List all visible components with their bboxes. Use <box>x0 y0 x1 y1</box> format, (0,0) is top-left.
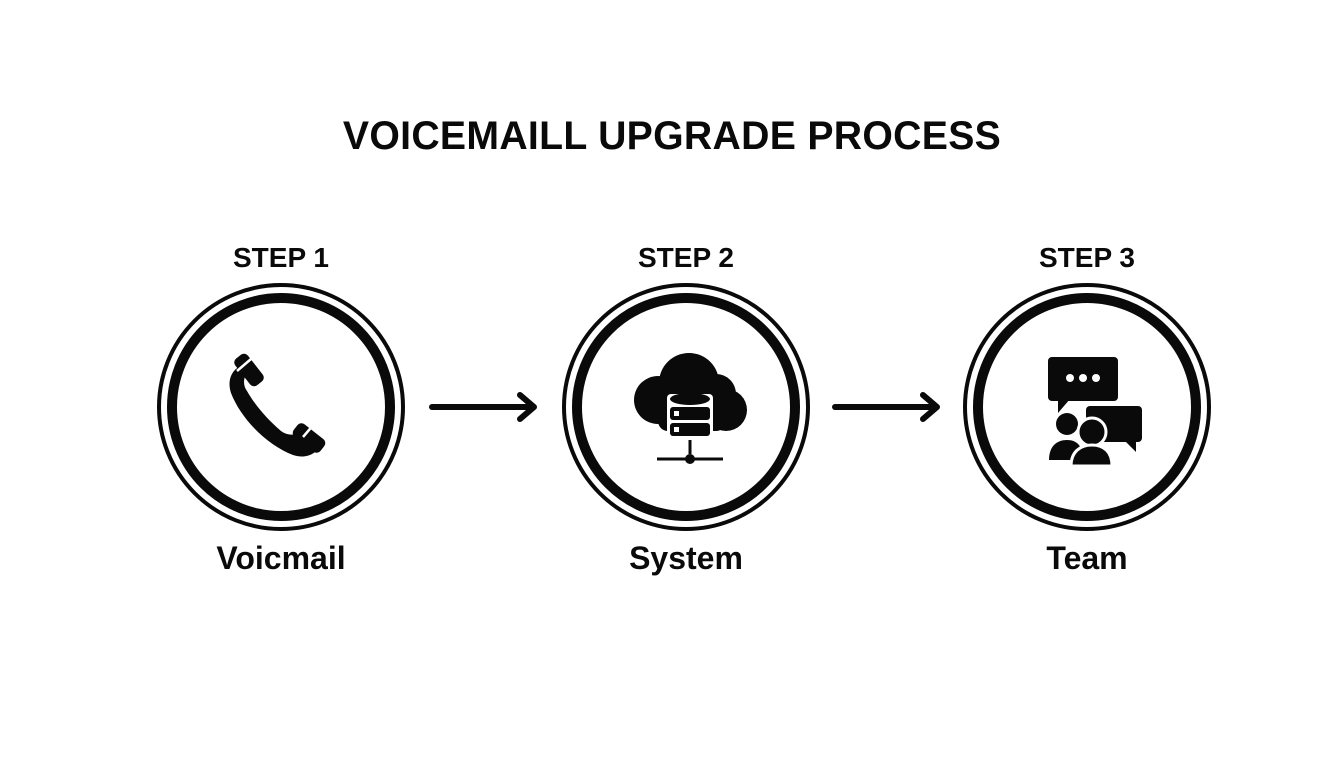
step-label: STEP 1 <box>233 242 329 273</box>
arrow-right-icon <box>831 392 943 422</box>
step-circle <box>156 282 406 532</box>
page-title: VOICEMAILL UPGRADE PROCESS <box>342 114 1002 158</box>
step-label: STEP 3 <box>1039 242 1135 273</box>
step-name: System <box>629 540 743 576</box>
step-name: Voicmail <box>216 540 346 576</box>
arrow-right-icon <box>428 392 540 422</box>
team-chat-icon <box>1048 357 1142 468</box>
step-name: Team <box>1046 540 1128 576</box>
step-label: STEP 2 <box>638 242 734 273</box>
phone-handset-icon <box>229 353 326 457</box>
step-circle <box>962 282 1212 532</box>
cloud-database-network-icon <box>634 353 747 464</box>
step-circle <box>561 282 811 532</box>
